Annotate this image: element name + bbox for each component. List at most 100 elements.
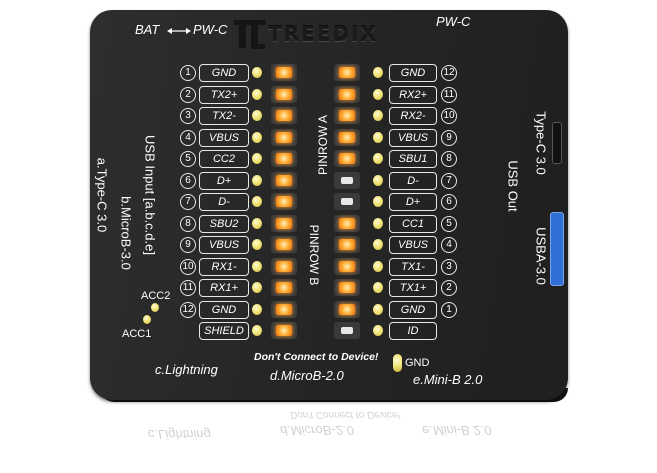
pin-label: VBUS xyxy=(389,236,437,254)
pin-number: 4 xyxy=(441,237,457,253)
pin-number: 3 xyxy=(441,258,457,275)
pin-status-dot xyxy=(252,110,262,121)
pin-status-dot xyxy=(252,131,262,143)
pin-status-dot xyxy=(373,67,383,78)
pin-status-dot xyxy=(373,303,383,315)
pin-number: 7 xyxy=(180,194,196,210)
pin-label: GND xyxy=(199,300,249,319)
pin-label: RX2- xyxy=(389,107,437,125)
gnd-bottom-label: GND xyxy=(405,357,430,369)
pin-led xyxy=(334,279,360,296)
pin-label: ID xyxy=(389,322,437,340)
pin-status-dot xyxy=(373,196,383,207)
pin-led xyxy=(334,214,360,232)
pin-row-right: D+6 xyxy=(332,193,462,211)
pin-status-dot xyxy=(373,282,383,293)
pin-status-dot xyxy=(373,217,383,229)
pin-led xyxy=(271,85,297,103)
pin-led xyxy=(334,85,360,103)
pin-label: D+ xyxy=(199,171,249,190)
acc1-led xyxy=(143,315,151,324)
reflection-lightning: c.Lightning xyxy=(148,427,211,442)
pin-status-dot xyxy=(252,260,262,272)
pin-status-dot xyxy=(252,67,262,78)
reflection-microb20: d.MicroB-2.0 xyxy=(280,423,354,438)
pin-led xyxy=(334,128,360,146)
pin-status-dot xyxy=(252,325,262,336)
double-arrow-icon xyxy=(167,28,191,34)
pin-status-dot xyxy=(373,325,383,336)
dont-connect-warning: Don't Connect to Device! xyxy=(254,351,379,363)
pin-label: SHIELD xyxy=(199,322,249,340)
pin-row-right: RX2-10 xyxy=(332,107,462,125)
pin-label: GND xyxy=(389,64,437,82)
pin-row-right: TX1-3 xyxy=(332,257,462,276)
reflection-minib: e.Mini-B 2.0 xyxy=(422,423,492,438)
pin-number: 8 xyxy=(180,215,196,232)
pin-number: 7 xyxy=(441,172,457,189)
pin-label: SBU2 xyxy=(199,214,249,233)
pinrow-b-label: PINROW B xyxy=(307,224,321,286)
gnd-indicator-led xyxy=(393,354,402,372)
pin-led xyxy=(334,257,360,275)
pin-led xyxy=(334,171,360,189)
pin-label: D- xyxy=(199,193,249,211)
acc2-label: ACC2 xyxy=(141,290,171,302)
pin-led xyxy=(271,257,297,275)
pin-number: 2 xyxy=(180,86,196,103)
pin-label: VBUS xyxy=(199,236,249,254)
pin-label: RX2+ xyxy=(389,85,437,104)
pin-led xyxy=(334,300,360,318)
pin-number: 6 xyxy=(180,172,196,189)
lightning-label: c.Lightning xyxy=(155,362,218,377)
pin-number: 5 xyxy=(441,215,457,232)
pwc-label: PW-C xyxy=(436,14,471,29)
pin-status-dot xyxy=(252,303,262,315)
pin-led xyxy=(271,322,297,339)
bat-label: BAT xyxy=(135,22,160,37)
pin-status-dot xyxy=(373,110,383,121)
pin-number: 10 xyxy=(441,108,457,124)
pin-row-right: ID xyxy=(332,322,462,340)
type-c-output-label: Type-C 3.0 xyxy=(533,111,549,175)
pin-label: TX1- xyxy=(389,257,437,276)
usba-label: USBA-3.0 xyxy=(533,227,549,285)
pin-led xyxy=(271,128,297,146)
pin-led xyxy=(271,193,297,210)
pin-led xyxy=(271,214,297,232)
pin-status-dot xyxy=(252,217,262,229)
pin-status-dot xyxy=(252,88,262,100)
pin-number: 6 xyxy=(441,194,457,210)
pin-status-dot xyxy=(373,153,383,164)
pin-number: 10 xyxy=(180,258,196,275)
pin-led xyxy=(271,236,297,253)
pin-led xyxy=(334,193,360,210)
pin-number: 9 xyxy=(441,129,457,146)
pin-label: VBUS xyxy=(389,128,437,147)
pinrow-a-label: PINROW A xyxy=(316,114,330,176)
brand-name: TREEDIX xyxy=(268,22,378,46)
type-c-port xyxy=(552,122,562,164)
pin-led xyxy=(334,150,360,167)
reflection-dont-connect: Don't Connect to Device! xyxy=(290,409,401,420)
minib-label: e.Mini-B 2.0 xyxy=(413,372,483,387)
pin-label: TX2+ xyxy=(199,85,249,104)
pin-label: GND xyxy=(389,300,437,319)
microb30-label: b.MicroB-3.0 xyxy=(118,196,134,270)
pin-row-left: SHIELD xyxy=(180,322,300,340)
pin-status-dot xyxy=(252,153,262,164)
pin-label: GND xyxy=(199,64,249,82)
pin-led xyxy=(334,64,360,81)
pin-number: 3 xyxy=(180,108,196,124)
pin-number: 12 xyxy=(441,65,457,81)
pin-row-right: RX2+11 xyxy=(332,85,462,104)
